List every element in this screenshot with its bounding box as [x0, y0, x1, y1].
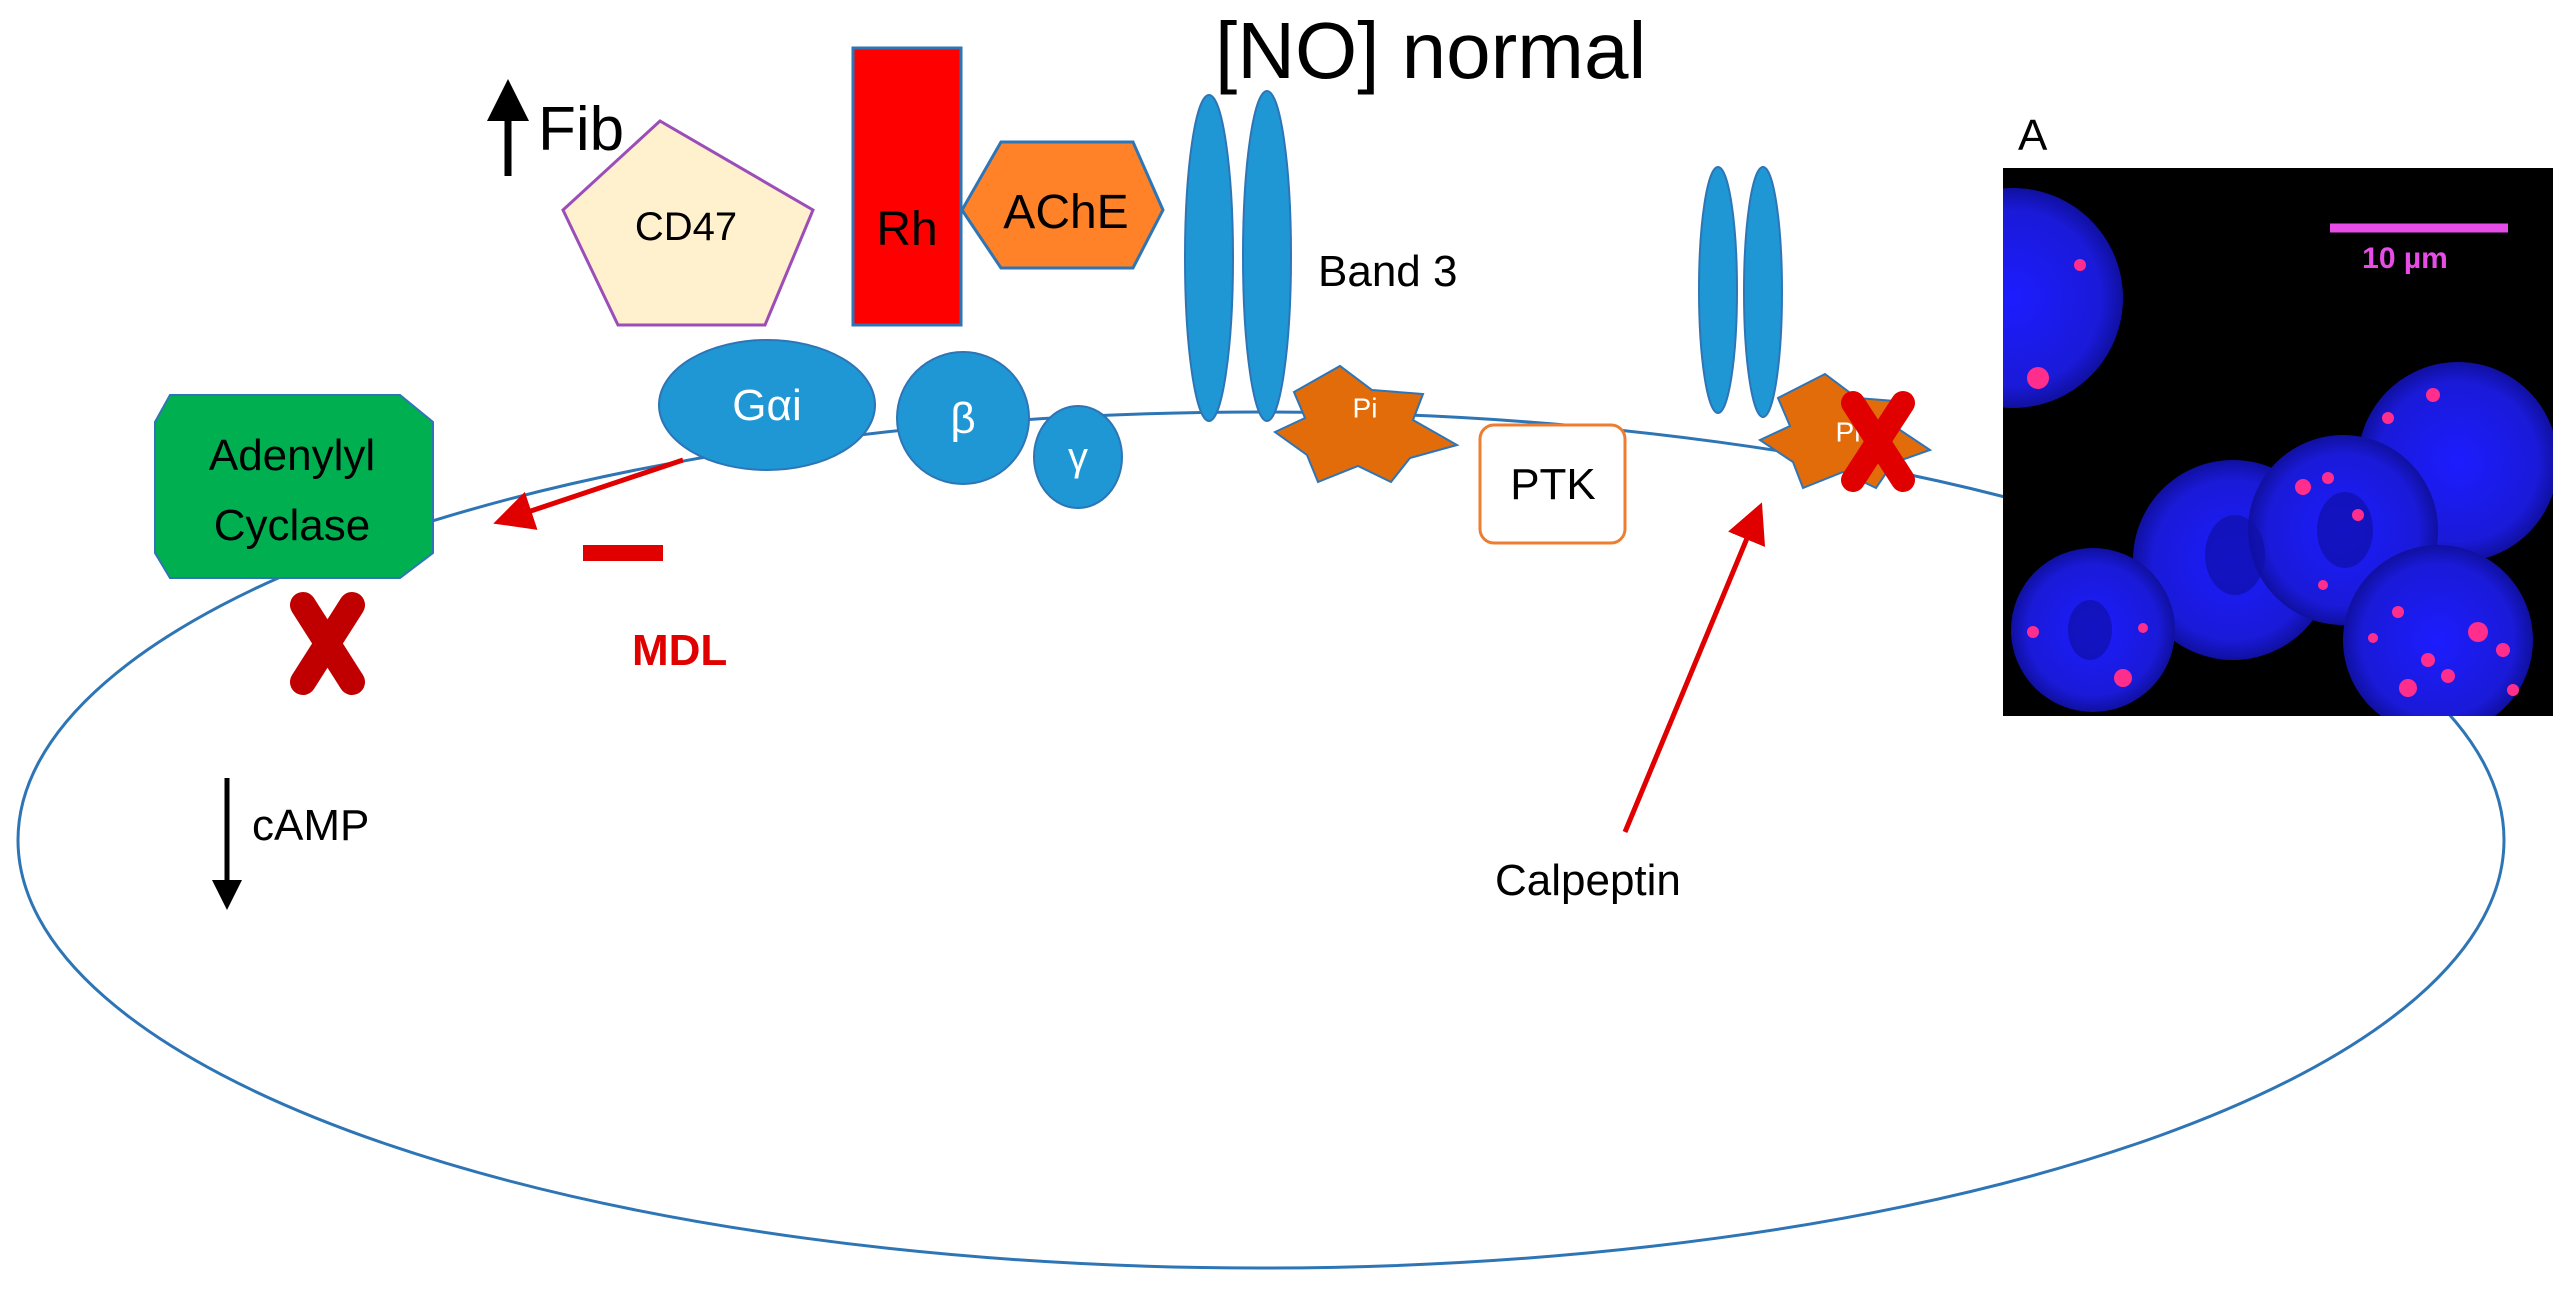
- micrograph-panel: 10 µm: [2003, 168, 2553, 716]
- ache-shape: [960, 140, 1165, 270]
- micrograph-cell: [2003, 188, 2123, 408]
- scale-bar-label: 10 µm: [2362, 242, 2448, 275]
- panel-label: A: [2018, 111, 2048, 160]
- cd47-label: CD47: [635, 205, 737, 249]
- cd47-shape: [561, 119, 815, 327]
- calpeptin-label: Calpeptin: [1495, 856, 1681, 905]
- ache-label: AChE: [1003, 186, 1128, 239]
- fib-label: Fib: [538, 95, 624, 164]
- gamma-shape: [1033, 405, 1123, 509]
- rh-label: Rh: [876, 203, 937, 256]
- galpha-i-label: Gαi: [732, 381, 801, 430]
- band3-right-subunit-2: [1743, 166, 1783, 418]
- adenylyl-cyclase-label-line1: Adenylyl: [209, 431, 375, 480]
- adenylyl-cyclase-label-line2: Cyclase: [214, 501, 371, 550]
- pi-left-shape: [1273, 364, 1460, 484]
- mdl-minus-sign: [583, 545, 663, 561]
- camp-label: cAMP: [252, 801, 369, 850]
- band3-right-subunit-1: [1698, 166, 1738, 414]
- micrograph-cell: [2343, 545, 2533, 716]
- adenylyl-inhibition-cross-icon: [290, 592, 365, 695]
- micrograph-spots: [2027, 259, 2519, 697]
- band3-left-subunit-1: [1184, 94, 1234, 422]
- pi-left-label: Pi: [1353, 392, 1378, 423]
- rh-shape: [851, 46, 963, 327]
- galpha-inhibition-arrow: [493, 457, 684, 530]
- title-label: [NO] normal: [1215, 6, 1646, 95]
- calpeptin-arrow: [1622, 502, 1766, 833]
- beta-shape: [896, 351, 1030, 485]
- mdl-label: MDL: [632, 626, 727, 675]
- adenylyl-cyclase-shape: [154, 394, 434, 579]
- ptk-label: PTK: [1510, 460, 1596, 509]
- beta-label: β: [950, 394, 975, 443]
- ptk-box: [1478, 423, 1627, 545]
- band3-left-subunit-2: [1242, 90, 1292, 422]
- gamma-label: γ: [1068, 435, 1088, 479]
- band3-label: Band 3: [1318, 247, 1457, 296]
- pi-right-inhibition-cross-icon: [1841, 391, 1915, 492]
- galpha-i-shape: [658, 339, 876, 471]
